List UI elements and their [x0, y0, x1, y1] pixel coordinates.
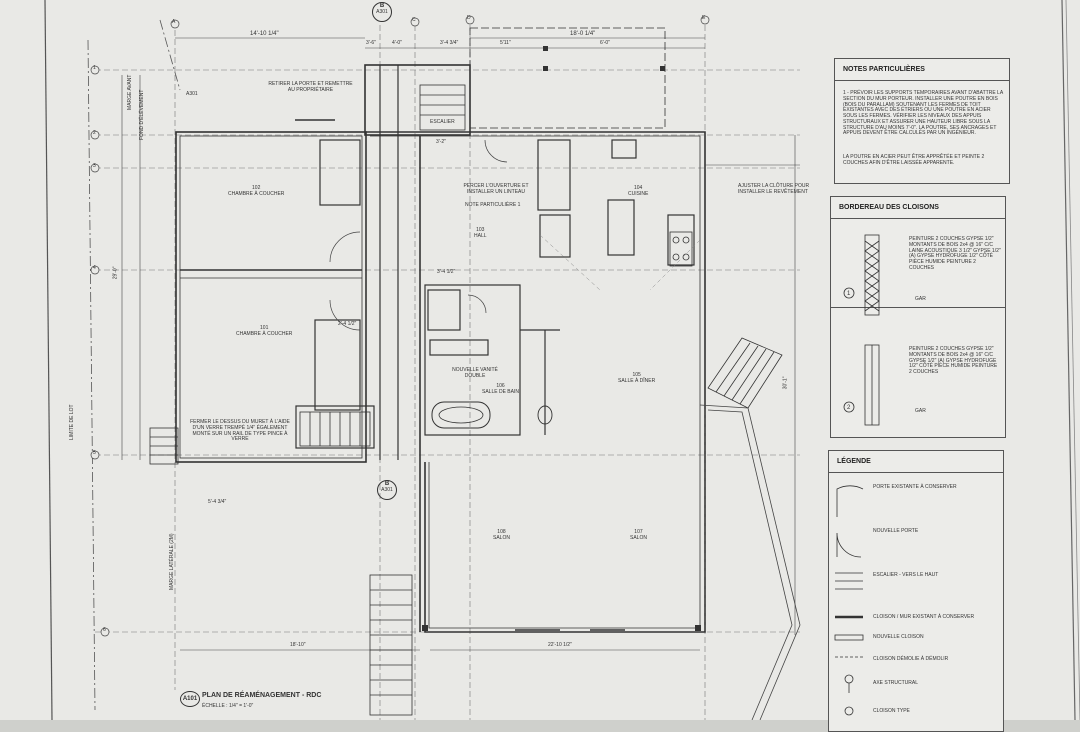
legend-item-4: CLOISON / MUR EXISTANT À CONSERVER	[873, 614, 975, 620]
grid-row-1: 1	[93, 65, 96, 71]
note-particuliere-ref: NOTE PARTICULIÈRE 1	[465, 202, 521, 208]
room-escalier: ESCALIER	[430, 119, 455, 125]
dim-d2: 4'-0"	[392, 40, 402, 46]
dim-d4: 5'11"	[500, 40, 511, 46]
grid-row-5: 5	[93, 450, 96, 456]
title-sheet-bubble: A101	[180, 691, 200, 707]
grid-label-e: E	[702, 15, 706, 21]
section-letter: B	[379, 3, 385, 9]
dim-d8: 2'-4 1/2"	[338, 321, 357, 327]
label-fond: FOND D'ÉLÉVEMENT	[139, 89, 145, 140]
note-retirer-porte: RETIRER LA PORTE ET REMETTRE AU PROPRIÉT…	[268, 81, 353, 93]
cloison-2-type: GAR	[915, 408, 926, 414]
grid-label-a: A	[172, 19, 176, 25]
dim-d5: 6'-0"	[600, 40, 610, 46]
grid-label-d: D	[467, 15, 471, 21]
label-limite-lot: LIMITE DE LOT	[69, 404, 75, 440]
dim-bottom-right: 22'-10 1/2"	[548, 642, 572, 648]
legend-item-5: NOUVELLE CLOISON	[873, 634, 924, 640]
dim-d3: 3'-4 3/4"	[440, 40, 459, 46]
label-marge-laterale: MARGE LATÉRALE (2M)	[169, 533, 175, 590]
legend-item-8: CLOISON TYPE	[873, 708, 910, 714]
note-fermer-muret: FERMER LE DESSUS DU MURET À L'AIDE D'UN …	[190, 419, 290, 443]
dim-top-left: 14'-10 1/4"	[250, 31, 279, 37]
cloison-1-text: PEINTURE 2 COUCHES GYPSE 1/2" MONTANTS D…	[909, 236, 1001, 271]
cloison-1-type: GAR	[915, 296, 926, 302]
dim-right-total: 30'-1"	[782, 376, 789, 390]
notes-panel: NOTES PARTICULIÈRES 1 - PRÉVOIR LES SUPP…	[834, 58, 1010, 184]
dim-bottom-left: 18'-10"	[290, 642, 306, 648]
dim-d7: 3'-4 1/2"	[437, 269, 456, 275]
dim-left-total: 29'-0"	[112, 266, 119, 280]
legend-symbols	[834, 485, 864, 716]
grid-row-2: 2	[93, 130, 96, 136]
notes-body-2: LA POUTRE EN ACIER PEUT ÊTRE APPRÊTÉE ET…	[843, 154, 985, 166]
notes-body: 1 - PRÉVOIR LES SUPPORTS TEMPORAIRES AVA…	[843, 90, 1003, 137]
note-cloture: AJUSTER LA CLÔTURE POUR INSTALLER LE REV…	[738, 183, 810, 195]
legend-item-7: AXE STRUCTURAL	[873, 680, 919, 686]
cloisons-panel: BORDEREAU DES CLOISONS 1 2 PEINTURE 2 CO…	[830, 196, 1006, 438]
legend-item-3: ESCALIER - VERS LE HAUT	[873, 572, 939, 578]
cloison-num-2: 2	[847, 405, 851, 411]
legend-header: LÉGENDE	[829, 451, 1003, 473]
note-vanite: NOUVELLE VANITÉ DOUBLE	[452, 367, 498, 379]
legend-item-2: NOUVELLE PORTE	[873, 528, 919, 534]
section-marker-bottom[interactable]: B A301	[377, 480, 397, 500]
dim-d9: 5'-4 3/4"	[208, 499, 227, 505]
section-sheet-left: A301	[186, 91, 198, 97]
grid-row-3: 3	[93, 163, 96, 169]
drawing-scale: ÉCHELLE : 1/4" = 1'-0"	[202, 703, 254, 709]
section-sheet: A301	[376, 8, 388, 15]
legend-item-6: CLOISON DÉMOLIE À DÉMOLIR	[873, 656, 949, 662]
legend-panel: LÉGENDE PORTE EXISTANTE À CONSERVER NOUV…	[828, 450, 1004, 732]
section-letter: B	[384, 481, 390, 487]
section-marker-top[interactable]: B A301	[372, 2, 392, 22]
dim-top-right: 18'-0 1/4"	[570, 31, 596, 37]
note-linteau: PERCER L'OUVERTURE ET INSTALLER UN LINTE…	[463, 183, 529, 195]
cloison-2-text: PEINTURE 2 COUCHES GYPSE 1/2" MONTANTS D…	[909, 346, 998, 375]
wall-section-drawings: 1 2	[843, 234, 880, 426]
section-sheet: A301	[381, 486, 393, 493]
dim-d6: 3'-2"	[436, 139, 446, 145]
notes-header: NOTES PARTICULIÈRES	[835, 59, 1009, 81]
grid-label-c: C	[412, 17, 416, 23]
label-marge-avant: MARGE AVANT	[127, 74, 133, 110]
cloison-num-1: 1	[847, 291, 851, 297]
dim-d1: 3'-6"	[366, 40, 376, 46]
legend-item-1: PORTE EXISTANTE À CONSERVER	[873, 484, 957, 490]
grid-row-6: 6	[103, 627, 106, 633]
grid-row-4: 4	[93, 265, 96, 271]
drawing-title: PLAN DE RÉAMÉNAGEMENT - RDC	[202, 692, 322, 699]
cloisons-header: BORDEREAU DES CLOISONS	[831, 197, 1005, 219]
